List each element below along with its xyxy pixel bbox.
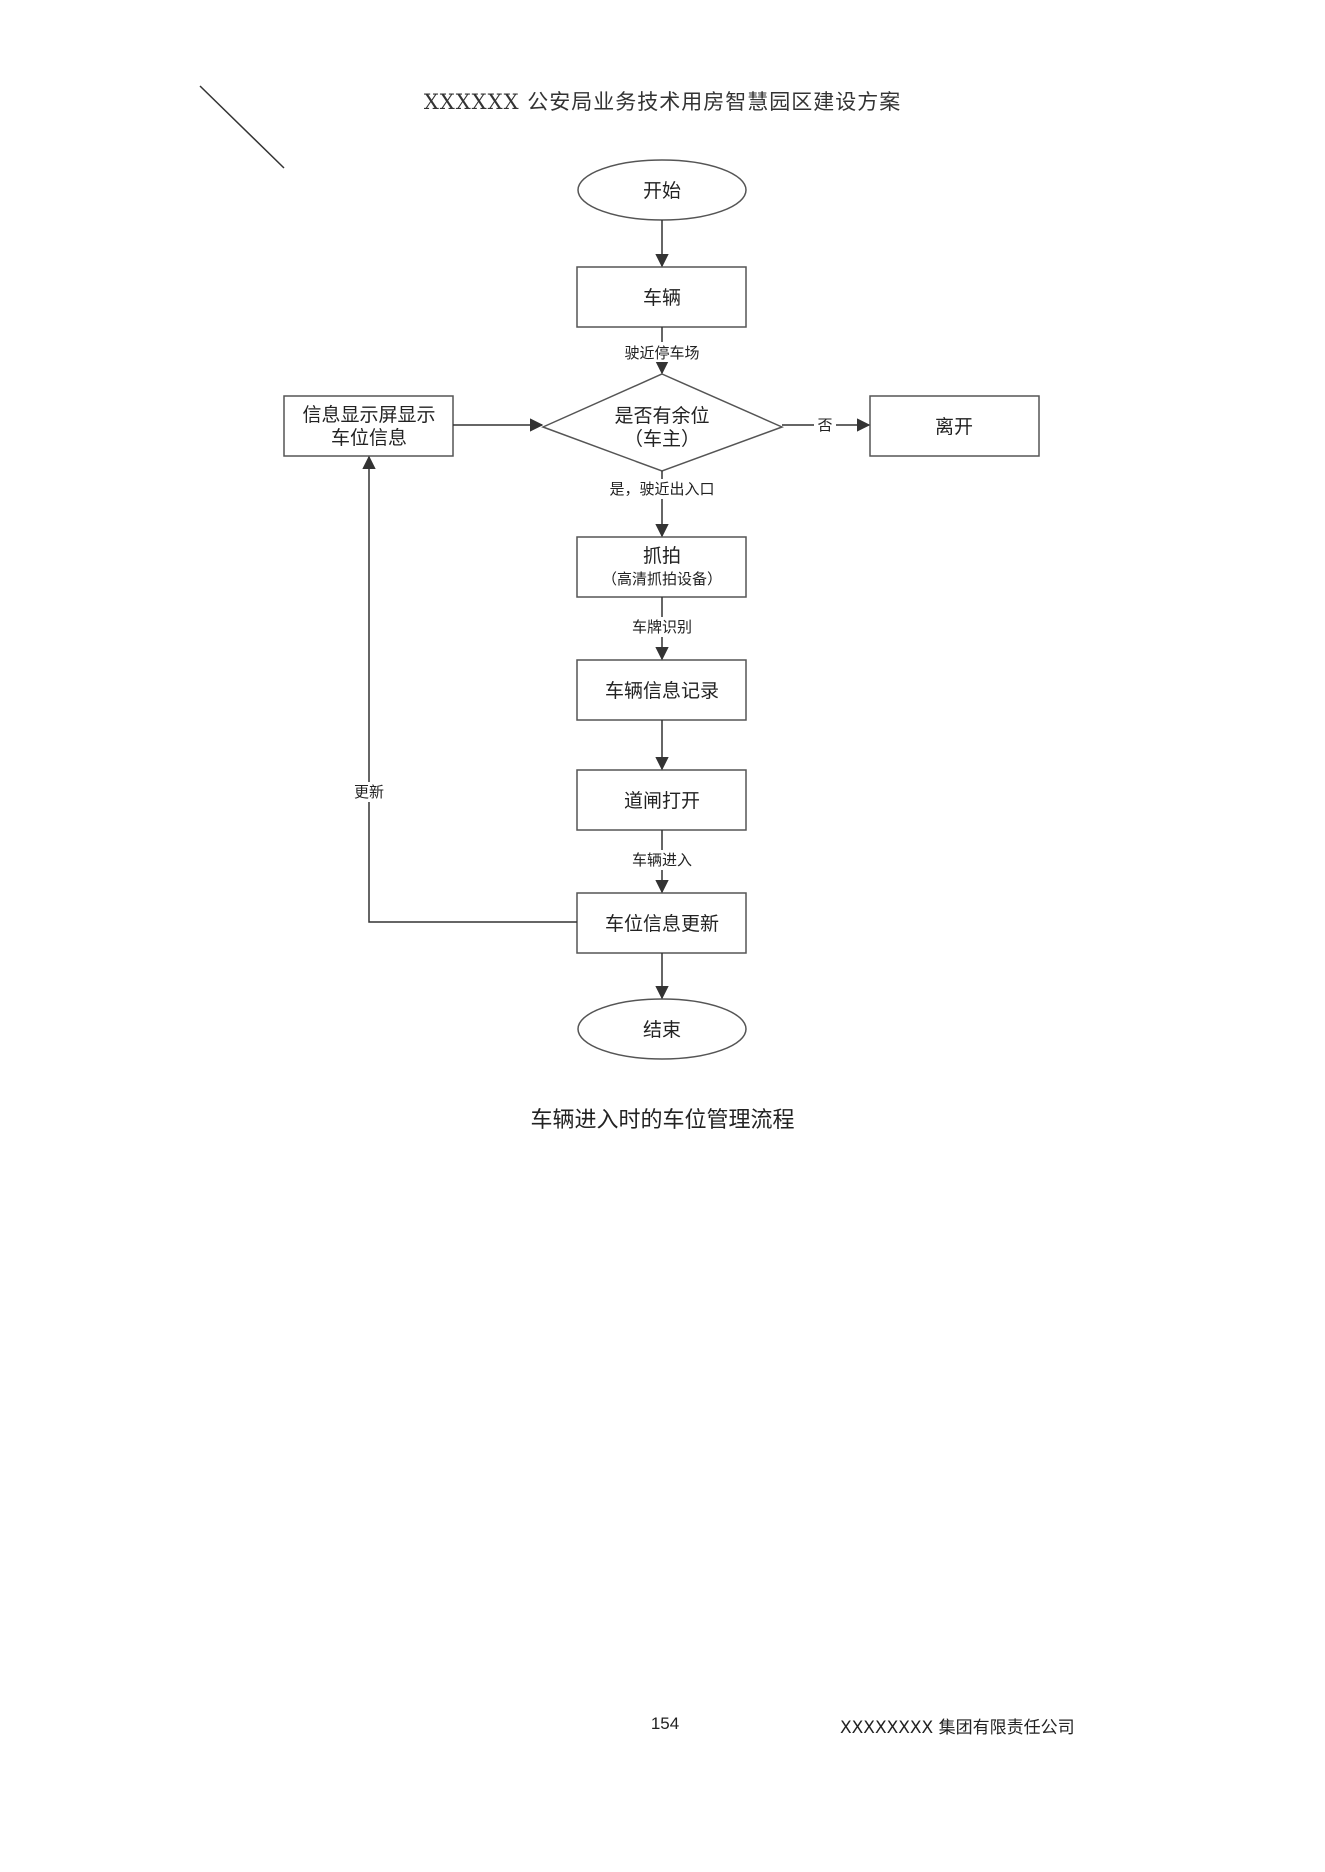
edge-refresh-label: 更新	[354, 783, 384, 801]
edge-approach-label: 驶近停车场	[624, 344, 699, 362]
display-label-1: 信息显示屏显示	[302, 404, 435, 426]
gate-node	[576, 769, 747, 831]
gate-label: 道闸打开	[624, 790, 700, 812]
start-label: 开始	[643, 180, 681, 202]
page-number: 154	[650, 1714, 680, 1733]
decision-label-1: 是否有余位	[614, 405, 709, 427]
record-label: 车辆信息记录	[605, 680, 719, 702]
edge-enter-label: 车辆进入	[632, 851, 692, 869]
page-header: XXXXXX 公安局业务技术用房智慧园区建设方案	[423, 90, 902, 114]
leave-label: 离开	[935, 416, 973, 438]
corner-mark	[199, 85, 285, 169]
decision-label-2: （车主）	[624, 428, 700, 450]
figure-caption: 车辆进入时的车位管理流程	[530, 1108, 795, 1133]
capture-label: 抓拍	[643, 545, 681, 567]
display-label-2: 车位信息	[331, 427, 407, 449]
edge-plate-label: 车牌识别	[632, 618, 692, 636]
edge-no-label: 否	[817, 416, 832, 434]
company-name: XXXXXXXX 集团有限责任公司	[840, 1718, 1075, 1738]
vehicle-label: 车辆	[643, 287, 681, 309]
edge-yes-label: 是，驶近出入口	[609, 480, 714, 498]
edge-update-display	[362, 455, 577, 923]
update-label: 车位信息更新	[605, 913, 719, 935]
capture-sublabel: （高清抓拍设备）	[602, 570, 722, 588]
flowchart: 开始 车辆 是否有余位 （车主） 离开 信息显示屏显示 车位信息 抓拍 （高清抓…	[283, 159, 1040, 1060]
end-label: 结束	[643, 1019, 681, 1041]
